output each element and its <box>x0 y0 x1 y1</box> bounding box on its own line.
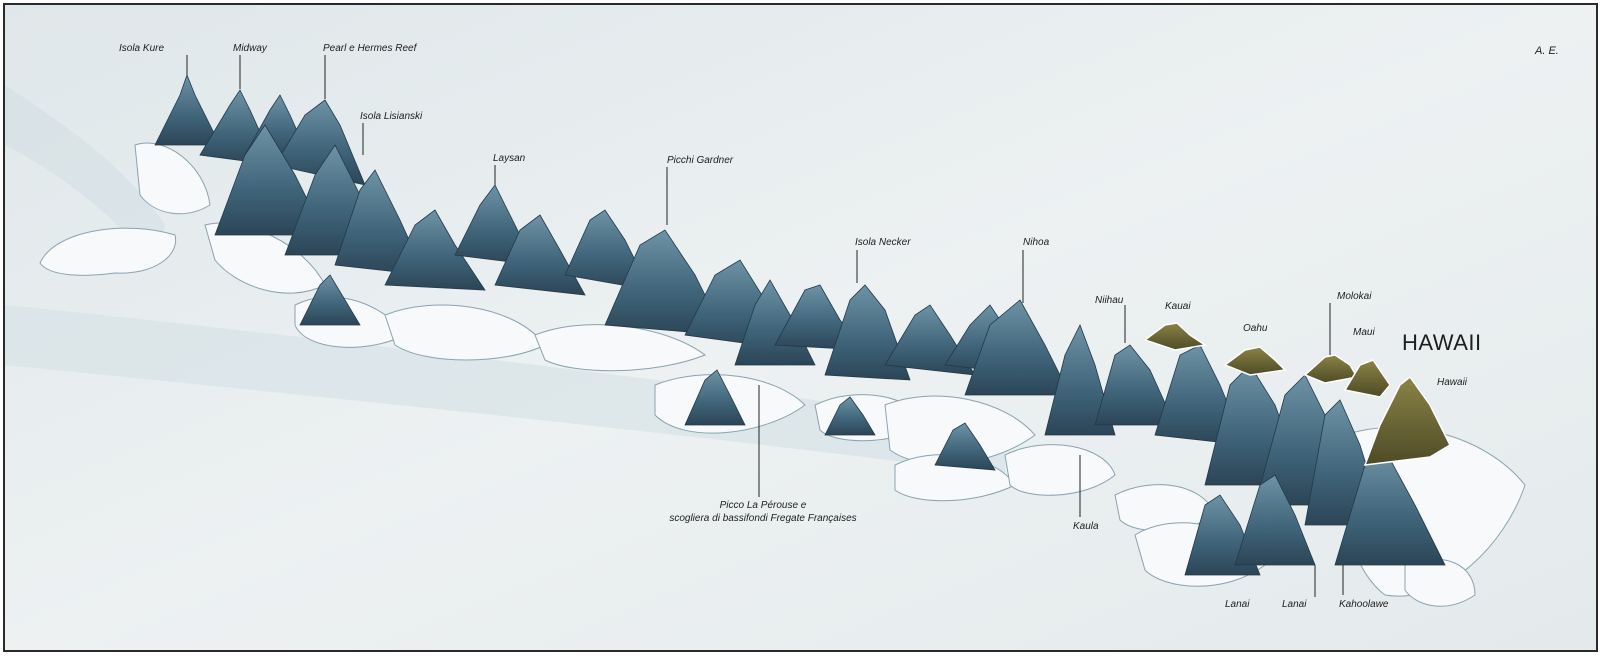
label-gardner: Picchi Gardner <box>667 155 734 166</box>
label-maui: Maui <box>1353 327 1375 338</box>
label-oahu: Oahu <box>1243 323 1268 334</box>
label-hawaii-island: Hawaii <box>1437 377 1468 388</box>
label-laysan: Laysan <box>493 153 526 164</box>
seamount-chain <box>154 73 1446 576</box>
map-frame: Isola Kure Midway Pearl e Hermes Reef Is… <box>3 3 1598 652</box>
island-hawaii-shape <box>1363 375 1451 466</box>
label-necker: Isola Necker <box>855 237 911 248</box>
label-kauai: Kauai <box>1165 301 1191 312</box>
island-maui-shape <box>1343 359 1391 398</box>
label-niihau: Niihau <box>1095 295 1124 306</box>
label-kaula: Kaula <box>1073 521 1099 532</box>
ocean-shading-band <box>5 305 1005 475</box>
label-kure: Isola Kure <box>119 43 165 54</box>
island-oahu-shape <box>1223 346 1287 376</box>
artist-signature: A. E. <box>1535 45 1559 57</box>
main-islands <box>1143 322 1451 466</box>
label-la-perouse: Picco La Pérouse e scogliera di bassifon… <box>628 499 898 525</box>
label-hawaii-title: HAWAII <box>1402 330 1482 355</box>
label-lanai-partial: Lanai <box>1225 599 1250 610</box>
seafloor-illustration <box>5 5 1596 650</box>
island-molokai-shape <box>1303 354 1359 384</box>
label-lanai: Lanai <box>1282 599 1307 610</box>
label-molokai: Molokai <box>1337 291 1372 302</box>
ocean-shading-band-left <box>5 85 165 265</box>
island-kauai-shape <box>1143 322 1207 351</box>
label-midway: Midway <box>233 43 267 54</box>
label-nihoa: Nihoa <box>1023 237 1050 248</box>
label-kahoolawe: Kahoolawe <box>1339 599 1389 610</box>
label-leader-lines <box>186 55 1344 597</box>
label-la-perouse-line1: Picco La Pérouse e <box>719 500 807 511</box>
label-la-perouse-line2: scogliera di bassifondi Fregate Français… <box>669 513 857 524</box>
label-pearl-hermes: Pearl e Hermes Reef <box>323 43 417 54</box>
label-lisianski: Isola Lisianski <box>360 111 423 122</box>
